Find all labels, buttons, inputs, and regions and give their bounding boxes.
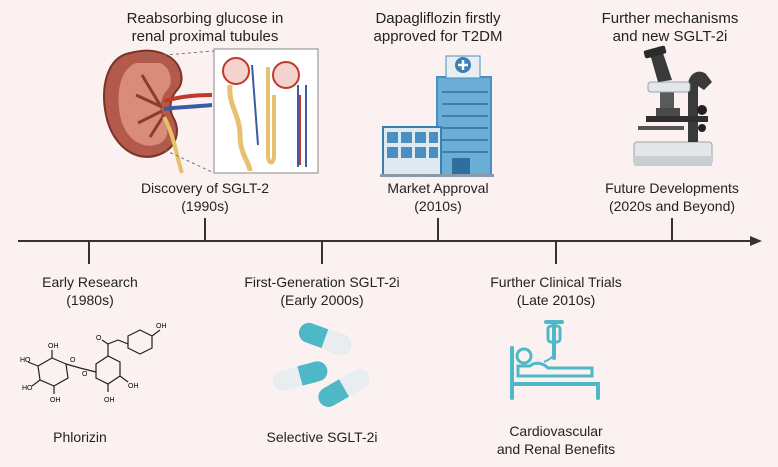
early-research-title-text: Early Research (42, 274, 138, 290)
phlorizin-structure-icon: OH HO HO OH O O O OH OH OH (20, 323, 167, 404)
cardio-renal-caption-line1: Cardiovascular (509, 423, 603, 439)
mol-label-oh-5: OH (156, 323, 167, 330)
market-title: Market Approval (2010s) (340, 179, 536, 215)
mol-label-oh-3: OH (128, 383, 139, 390)
mol-label-o-1: O (70, 357, 76, 364)
future-period: (2020s and Beyond) (608, 198, 736, 214)
market-caption-line2: approved for T2DM (373, 28, 503, 45)
clinical-trials-title-text: Further Clinical Trials (490, 274, 622, 290)
capsule-3 (318, 369, 370, 407)
first-generation-title: First-Generation SGLT-2i (Early 2000s) (226, 273, 418, 309)
market-caption: Dapagliflozin firstly approved for T2DM (348, 10, 528, 46)
clinical-trials-title: Further Clinical Trials (Late 2010s) (466, 273, 646, 309)
mol-label-oh-2: OH (50, 397, 61, 404)
market-caption-line1: Dapagliflozin firstly (375, 10, 501, 27)
market-title-text: Market Approval (387, 180, 489, 196)
discovery-period: (1990s) (181, 198, 229, 214)
phlorizin-caption: Phlorizin (53, 429, 107, 445)
discovery-caption: Reabsorbing glucose in renal proximal tu… (100, 10, 310, 46)
clinical-trials-period: (Late 2010s) (516, 292, 596, 308)
selective-sglt2i-caption: Selective SGLT-2i (266, 429, 378, 445)
mol-label-o-2: O (82, 371, 88, 378)
cardio-renal-caption: Cardiovascular and Renal Benefits (466, 422, 646, 458)
discovery-caption-line1: Reabsorbing glucose in (126, 10, 284, 27)
capsules-icon (272, 322, 370, 407)
early-research-title: Early Research (1980s) (10, 273, 170, 309)
mol-label-o-3: O (96, 335, 102, 342)
first-generation-title-text: First-Generation SGLT-2i (244, 274, 400, 290)
market-period: (2010s) (414, 198, 462, 214)
kidney-nephron-icon (103, 48, 319, 174)
mol-label-ho-2: HO (22, 385, 33, 392)
first-generation-period: (Early 2000s) (280, 292, 364, 308)
discovery-caption-line2: renal proximal tubules (131, 28, 279, 45)
future-caption: Further mechanisms and new SGLT-2i (580, 10, 760, 46)
early-research-period: (1980s) (66, 292, 114, 308)
discovery-title: Discovery of SGLT-2 (1990s) (100, 179, 310, 215)
future-caption-line1: Further mechanisms (601, 10, 739, 27)
cardio-renal-caption-line2: and Renal Benefits (496, 441, 616, 457)
patient-bed-icon (510, 320, 600, 400)
mol-label-oh-4: OH (104, 397, 115, 404)
future-caption-line2: and new SGLT-2i (612, 28, 728, 45)
capsule-1 (298, 322, 351, 355)
mol-label-ho-1: HO (20, 357, 31, 364)
discovery-title-text: Discovery of SGLT-2 (140, 180, 270, 196)
microscope-icon (633, 45, 713, 166)
mol-label-oh-1: OH (48, 343, 59, 350)
axis-arrowhead (750, 236, 762, 246)
hospital-building-icon (380, 55, 494, 177)
future-title-text: Future Developments (605, 180, 739, 196)
future-title: Future Developments (2020s and Beyond) (570, 179, 774, 215)
capsule-2 (272, 361, 328, 391)
